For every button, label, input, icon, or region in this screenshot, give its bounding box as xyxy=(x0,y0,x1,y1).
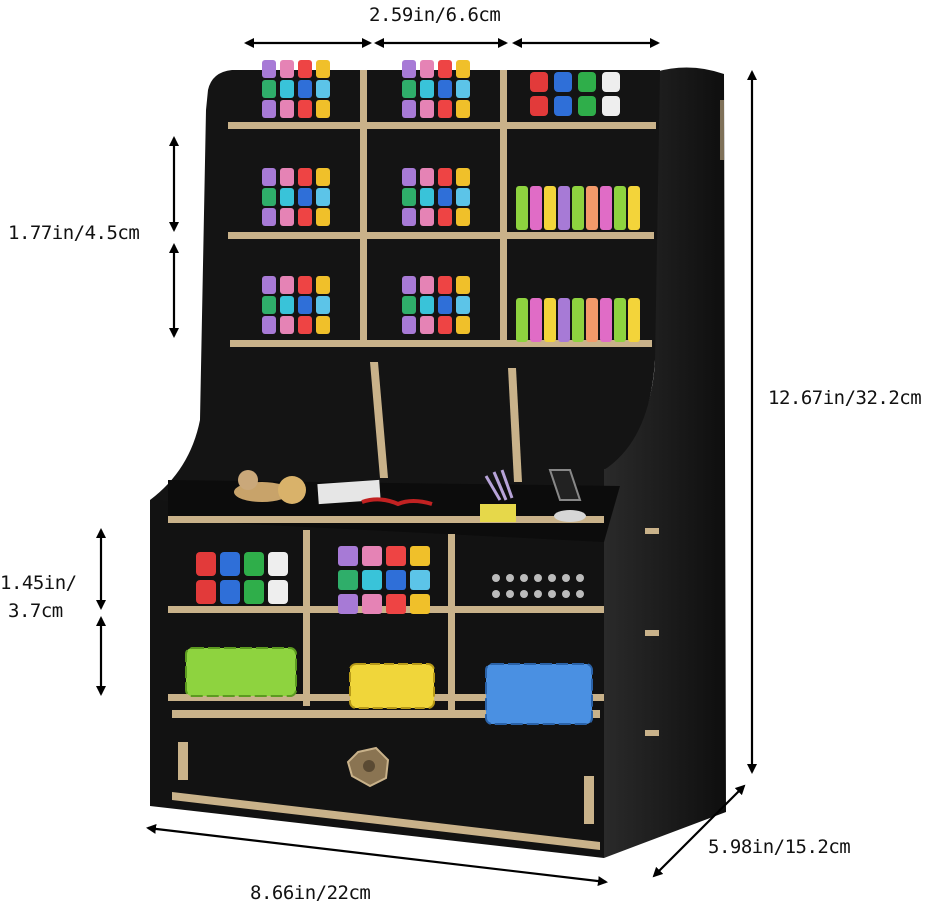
marker-group-mid-left xyxy=(262,168,330,226)
total-height-label: 12.67in/32.2cm xyxy=(768,387,922,409)
marker-group-top-middle xyxy=(402,60,470,118)
width-arrow xyxy=(146,823,608,887)
lower-height-label-line1: 1.45in/ xyxy=(0,572,77,594)
width-label: 8.66in/22cm xyxy=(250,882,371,904)
desk-items xyxy=(234,469,586,522)
depth-arrow xyxy=(652,784,746,878)
highlighter-group-bottom-left xyxy=(185,647,297,697)
marker-group-top-right xyxy=(530,72,620,116)
drawer-knob xyxy=(346,746,390,788)
marker-group-top-left xyxy=(262,60,330,118)
highlighter-group-bottom-right xyxy=(485,663,593,725)
depth-label: 5.98in/15.2cm xyxy=(708,836,851,858)
marker-group-mid-middle xyxy=(402,168,470,226)
marker-group-lower-middle xyxy=(338,546,430,614)
highlighter-group-mid-right xyxy=(516,186,640,230)
cabinet-body xyxy=(150,67,726,859)
shelf-height-label: 1.77in/4.5cm xyxy=(8,222,140,244)
highlighter-group-low-right xyxy=(516,298,640,342)
marker-group-low-middle xyxy=(402,276,470,334)
pen-group-lower-right xyxy=(492,574,584,598)
marker-group-low-left xyxy=(262,276,330,334)
marker-group-lower-left xyxy=(196,552,288,604)
highlighter-group-bottom-middle xyxy=(349,663,435,709)
top-width-label: 2.59in/6.6cm xyxy=(369,4,501,26)
dimension-arrows xyxy=(96,38,757,887)
lower-height-label-line2: 3.7cm xyxy=(8,600,63,622)
